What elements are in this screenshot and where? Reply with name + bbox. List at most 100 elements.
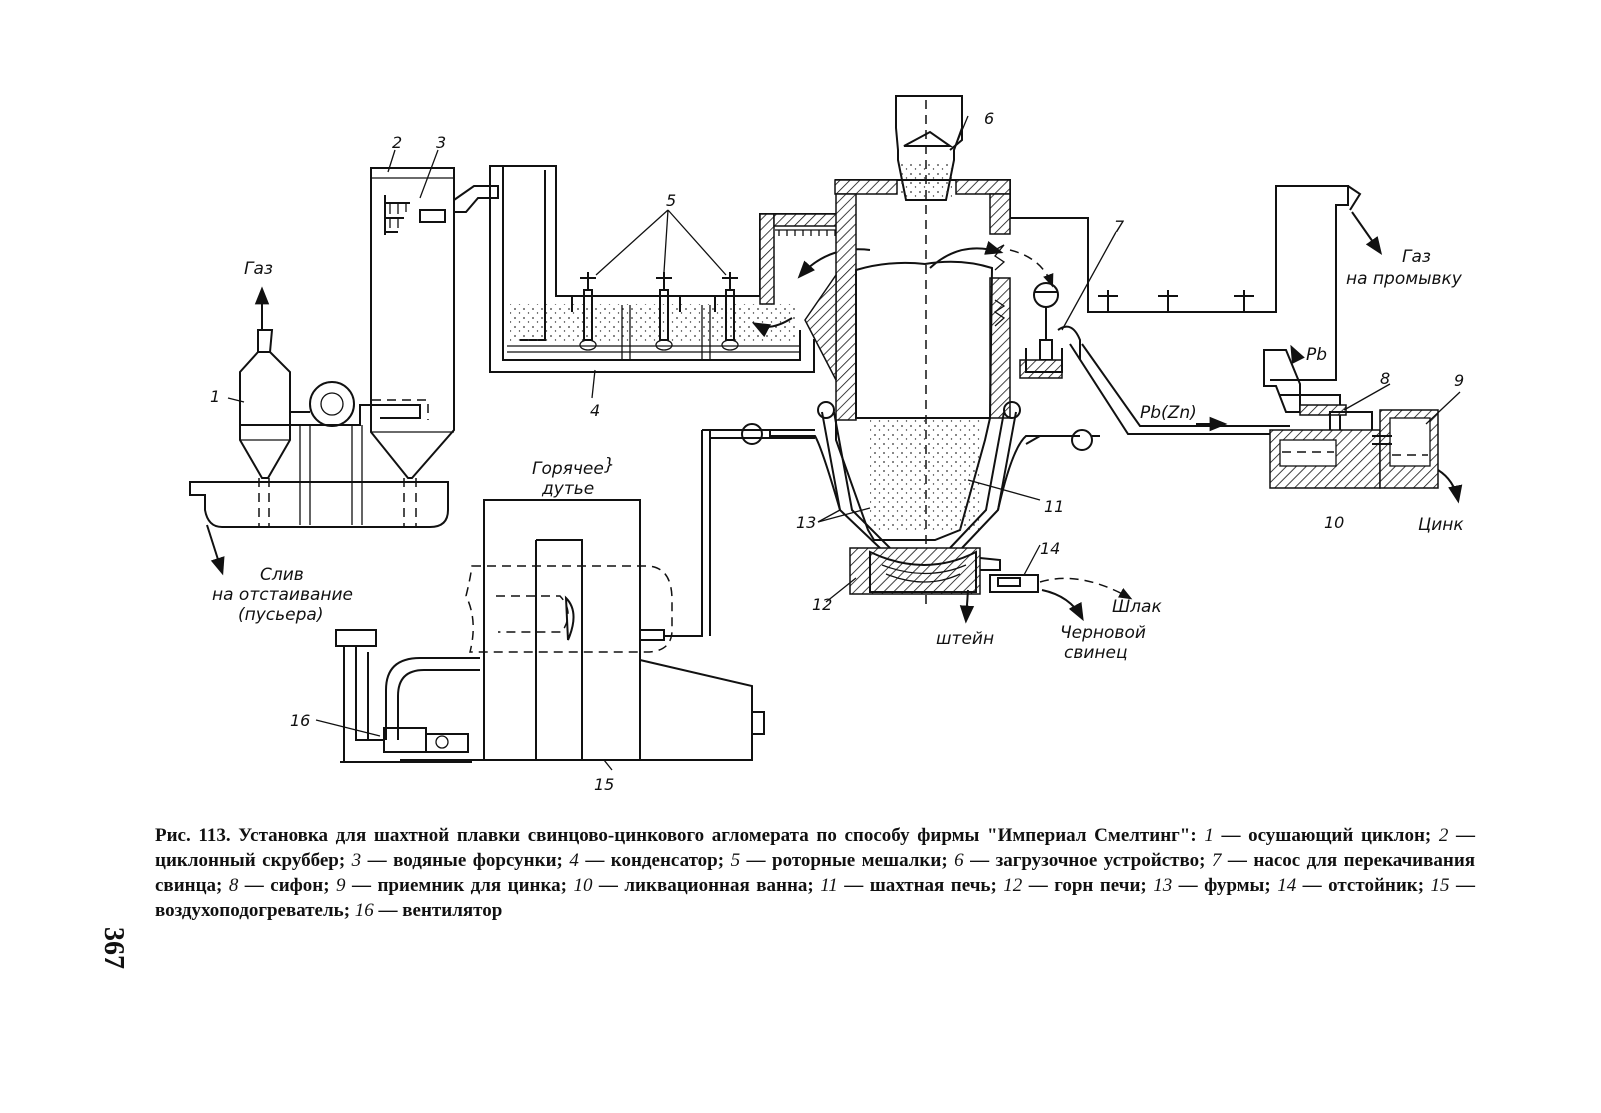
- label-1: 1: [210, 387, 220, 406]
- label-14: 14: [1040, 539, 1060, 558]
- lead-arrow: [1041, 589, 1084, 622]
- legend-item-text: — шахтная печь;: [837, 875, 997, 896]
- legend-item-number: 9: [336, 875, 346, 896]
- label-9: 9: [1454, 371, 1464, 390]
- pb-label: Pb: [1306, 345, 1327, 365]
- hot-blast-brace: }: [604, 455, 615, 475]
- pb-arrow: [1290, 344, 1305, 365]
- label-6: 6: [984, 109, 994, 128]
- gas-outlet-duct: [1010, 185, 1362, 381]
- cyclone-scrubber: [370, 167, 499, 528]
- matte-label: штейн: [936, 629, 994, 649]
- legend-item-text: — фурмы;: [1172, 875, 1271, 896]
- legend-item-text: — вентилятор: [373, 900, 503, 921]
- legend-item-number: 4: [569, 850, 579, 871]
- label-7: 7: [1114, 217, 1125, 236]
- drain-trough: [189, 425, 449, 528]
- legend-item-text: — воздухоподогреватель;: [155, 875, 1476, 921]
- drain-label: Слив: [260, 565, 304, 585]
- legend-item: 6 — загрузочное устройство;: [948, 850, 1206, 871]
- drain-arrow: [206, 524, 225, 576]
- figure-legend: 1 — осушающий циклон; 2 — циклонный скру…: [155, 825, 1475, 921]
- legend-item-number: 1: [1204, 825, 1214, 846]
- blower: [335, 629, 480, 763]
- legend-item: 8 — сифон;: [222, 875, 330, 896]
- legend-item: 1 — осушающий циклон;: [1204, 825, 1431, 846]
- legend-item: 4 — конденсатор;: [563, 850, 724, 871]
- gas-flow-arrow-shaft-right: [1009, 249, 1054, 288]
- gas-arrow-right: [1351, 211, 1383, 255]
- settler: [989, 544, 1041, 593]
- gas-right-label: Газ: [1402, 247, 1431, 267]
- tuyeres: [769, 401, 1080, 549]
- label-11: 11: [1044, 497, 1064, 516]
- legend-item-text: — насос для перекачивания свинца;: [155, 850, 1476, 896]
- siphon-and-baths: [1263, 349, 1439, 489]
- legend-item-number: 10: [573, 875, 593, 896]
- legend-item: 14 — отстойник;: [1271, 875, 1424, 896]
- legend-item-text: — конденсатор;: [578, 850, 725, 871]
- legend-item: 9 — приемник для цинка;: [330, 875, 567, 896]
- label-5: 5: [666, 191, 676, 210]
- gas-flow-arrow-shaft-left: [929, 240, 1004, 269]
- label-8: 8: [1380, 369, 1390, 388]
- legend-item: 16 — вентилятор: [350, 900, 503, 921]
- figure-caption: Рис. 113. Установка для шахтной плавки с…: [155, 823, 1475, 923]
- water-sprays: [384, 195, 446, 235]
- legend-item-text: — водяные форсунки;: [361, 850, 563, 871]
- label-12: 12: [812, 595, 832, 614]
- legend-item-text: — циклонный скруббер;: [155, 825, 1476, 871]
- legend-item: 5 — роторные мешалки;: [724, 850, 948, 871]
- legend-item-number: 12: [1003, 875, 1023, 896]
- legend-item-text: — загрузочное устройство;: [963, 850, 1206, 871]
- legend-item-number: 11: [820, 875, 838, 896]
- slag-arrow: [1039, 577, 1133, 600]
- legend-item-number: 5: [730, 850, 741, 871]
- label-2: 2: [392, 133, 402, 152]
- legend-item-text: — отстойник;: [1296, 875, 1425, 896]
- lead-launder: [1069, 343, 1290, 435]
- furnace-hearth: [849, 547, 1001, 595]
- legend-item-text: — осушающий циклон;: [1213, 825, 1432, 846]
- figure-number: Рис. 113.: [155, 825, 231, 846]
- zinc-label: Цинк: [1418, 515, 1464, 535]
- legend-item-text: — горн печи;: [1022, 875, 1147, 896]
- legend-item-text: — ликвационная ванна;: [592, 875, 814, 896]
- matte-arrow: [959, 589, 975, 624]
- legend-item-text: — приемник для цинка;: [345, 875, 567, 896]
- legend-item: 13 — фурмы;: [1147, 875, 1271, 896]
- crude-lead-label-2: свинец: [1064, 643, 1128, 663]
- legend-item-number: 14: [1277, 875, 1297, 896]
- label-10: 10: [1324, 513, 1344, 532]
- legend-item: 3 — водяные форсунки;: [345, 850, 563, 871]
- gas-flow-arrow-shaft-top: [797, 248, 871, 279]
- figure-title: Установка для шахтной плавки свинцово-ци…: [238, 825, 1197, 846]
- legend-item: 10 — ликвационная ванна;: [567, 875, 814, 896]
- hot-blast-ring: [664, 423, 1100, 637]
- charging-device: [895, 95, 969, 220]
- legend-item: 12 — горн печи;: [997, 875, 1147, 896]
- legend-item-number: 6: [954, 850, 964, 871]
- legend-item: 7 — насос для перекачивания свинца;: [155, 850, 1475, 896]
- crude-lead-label: Черновой: [1060, 623, 1146, 643]
- label-4: 4: [590, 401, 600, 420]
- legend-item-number: 3: [351, 850, 362, 871]
- zinc-arrow: [1437, 469, 1463, 504]
- pbzn-label: Pb(Zn): [1140, 403, 1197, 423]
- air-heater: [400, 499, 765, 761]
- legend-item-number: 7: [1211, 850, 1222, 871]
- slag-label: Шлак: [1112, 597, 1162, 617]
- label-3: 3: [436, 133, 446, 152]
- legend-item-number: 15: [1430, 875, 1450, 896]
- rotor-mixers: [571, 209, 739, 360]
- gas-left-label: Газ: [244, 259, 273, 279]
- legend-item-text: — роторные мешалки;: [740, 850, 948, 871]
- legend-item-number: 2: [1438, 825, 1449, 846]
- legend-item-number: 13: [1153, 875, 1173, 896]
- label-15: 15: [594, 775, 614, 794]
- lead-pump: [1019, 282, 1081, 379]
- label-16: 16: [290, 711, 310, 730]
- drying-cyclone: [239, 329, 291, 528]
- shaft-furnace: [804, 179, 1011, 610]
- drain-label-2: на отстаивание: [212, 585, 353, 605]
